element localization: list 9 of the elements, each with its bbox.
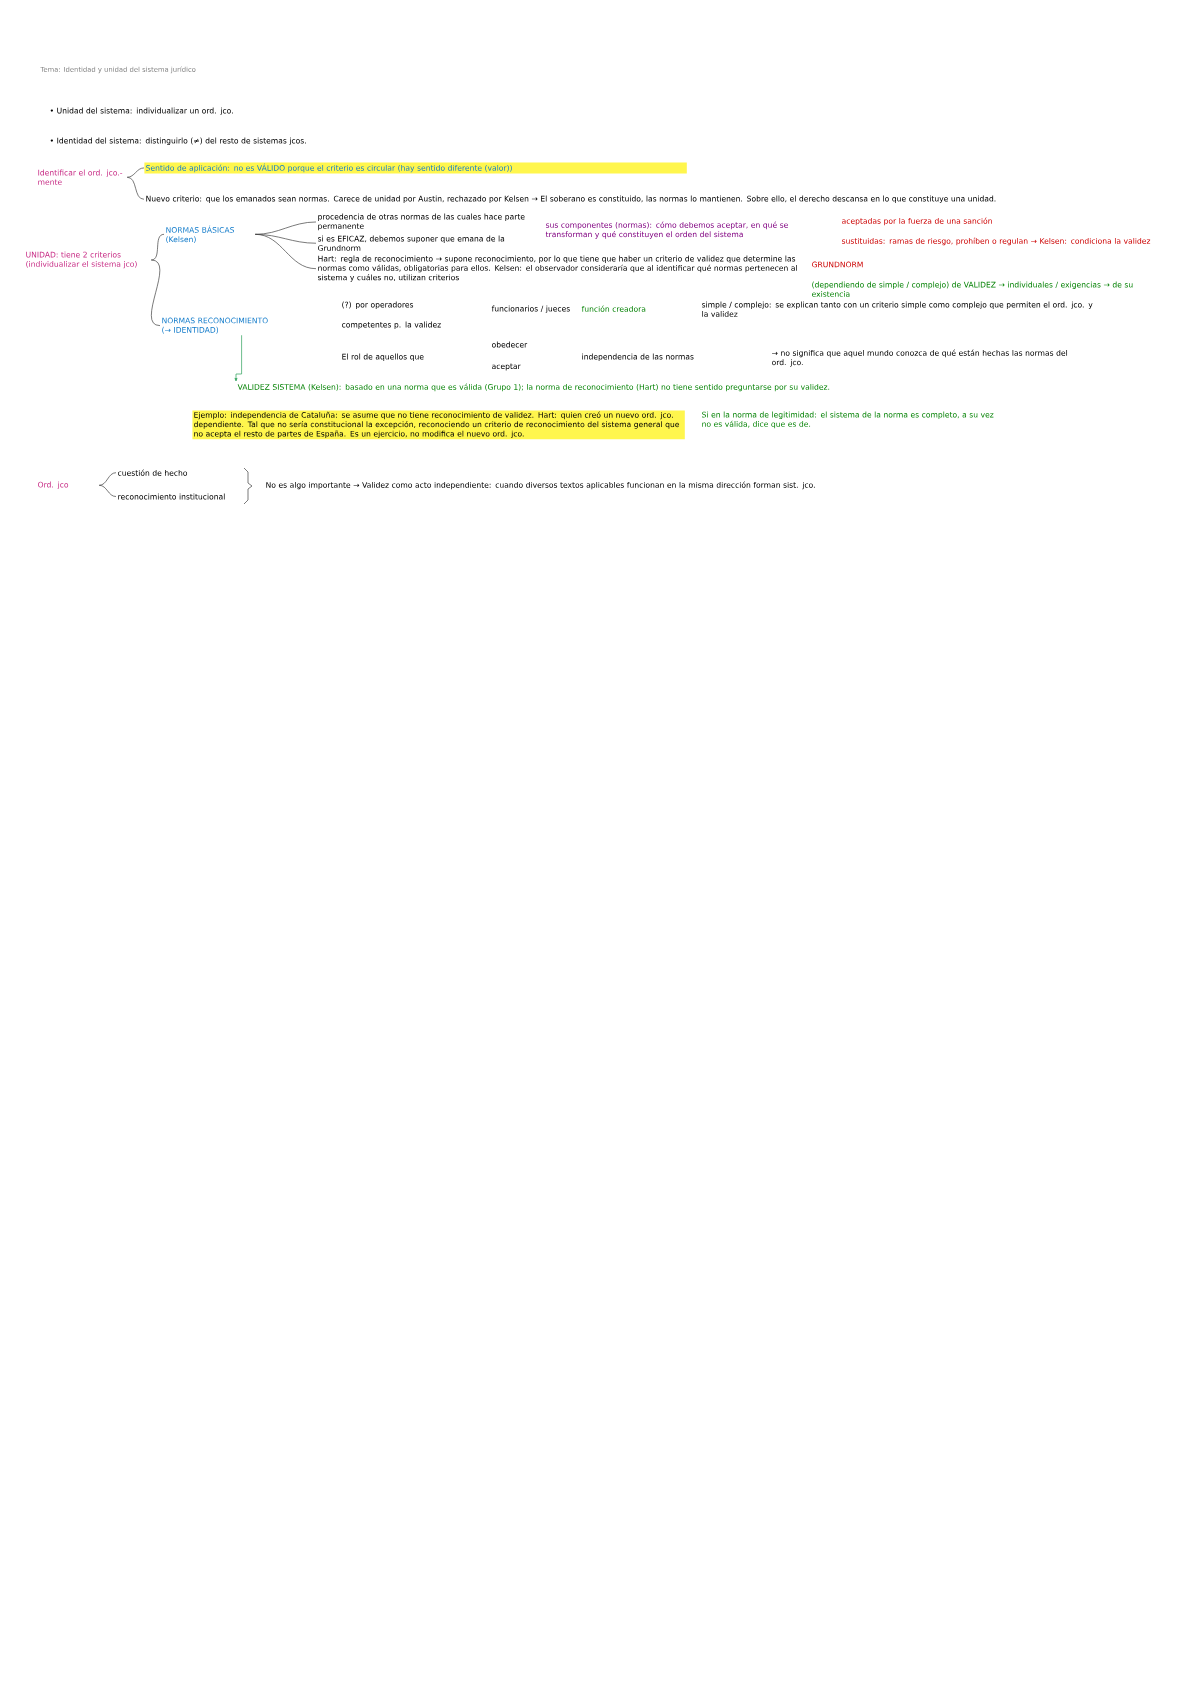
connector-line bbox=[150, 259, 161, 326]
connector-line bbox=[126, 167, 145, 178]
connector-line bbox=[98, 472, 117, 486]
connector-line bbox=[254, 221, 317, 235]
connector-line bbox=[254, 233, 317, 270]
arrow bbox=[234, 334, 242, 382]
connector-line bbox=[150, 233, 165, 261]
connector-line bbox=[126, 176, 145, 200]
connector-line bbox=[98, 484, 117, 497]
